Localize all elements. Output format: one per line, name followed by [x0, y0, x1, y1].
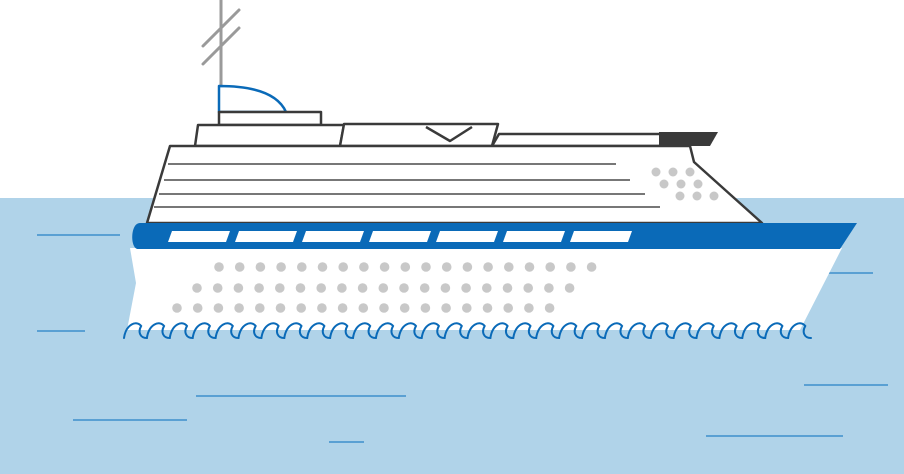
stripe-window	[302, 231, 364, 242]
upper-deck	[193, 123, 346, 148]
porthole	[440, 283, 451, 293]
top-decks	[193, 110, 663, 148]
porthole	[483, 262, 493, 272]
porthole	[502, 283, 513, 293]
porthole	[275, 283, 285, 293]
porthole	[399, 303, 410, 313]
porthole	[296, 303, 307, 313]
porthole	[275, 303, 286, 313]
porthole	[482, 283, 492, 293]
hull-portholes	[172, 262, 597, 313]
porthole	[357, 283, 368, 293]
porthole	[379, 262, 390, 272]
porthole	[337, 303, 348, 313]
porthole	[523, 283, 533, 293]
porthole	[544, 303, 555, 313]
porthole	[276, 262, 286, 272]
porthole	[545, 262, 555, 272]
waterline-waves	[123, 322, 812, 340]
porthole	[358, 303, 369, 313]
porthole	[399, 283, 409, 293]
porthole	[503, 303, 513, 313]
porthole	[192, 303, 203, 313]
porthole	[212, 283, 223, 293]
porthole	[524, 262, 535, 272]
porthole	[297, 262, 307, 272]
superstructure	[145, 144, 764, 225]
porthole	[421, 262, 431, 272]
funnel-vent	[425, 125, 473, 143]
porthole	[420, 303, 431, 313]
stripe-window	[168, 231, 230, 242]
porthole	[254, 303, 265, 313]
stripe-window	[235, 231, 297, 242]
porthole	[441, 303, 451, 313]
porthole	[255, 262, 266, 272]
porthole	[544, 283, 554, 293]
funnel	[659, 132, 718, 146]
porthole	[564, 283, 575, 293]
porthole	[172, 303, 182, 313]
sun-deck	[338, 122, 500, 148]
porthole	[482, 303, 493, 313]
porthole	[295, 283, 306, 293]
porthole	[214, 262, 224, 272]
porthole	[317, 262, 328, 272]
stripe-window	[503, 231, 565, 242]
antenna-mast	[201, 0, 241, 90]
porthole	[441, 262, 452, 272]
bow-portholes	[651, 167, 719, 201]
porthole	[462, 262, 473, 272]
porthole	[338, 262, 349, 272]
porthole	[504, 262, 514, 272]
porthole	[233, 283, 244, 293]
hull-stripe-windows	[168, 231, 632, 242]
porthole	[192, 283, 202, 293]
porthole	[337, 283, 347, 293]
porthole	[378, 283, 389, 293]
porthole	[419, 283, 430, 293]
porthole	[461, 283, 471, 293]
porthole	[379, 303, 389, 313]
porthole	[462, 303, 472, 313]
radar-dome	[217, 84, 288, 114]
porthole	[234, 303, 244, 313]
porthole	[317, 303, 327, 313]
aft-deck	[490, 132, 663, 148]
porthole	[586, 262, 597, 272]
porthole	[213, 303, 224, 313]
porthole	[566, 262, 576, 272]
porthole	[234, 262, 245, 272]
porthole	[359, 262, 369, 272]
porthole	[400, 262, 411, 272]
bridge-deck	[217, 110, 323, 127]
porthole	[316, 283, 327, 293]
porthole	[524, 303, 534, 313]
porthole	[254, 283, 264, 293]
deck-lines	[154, 163, 660, 208]
stripe-window	[436, 231, 498, 242]
stripe-window	[369, 231, 431, 242]
stripe-window	[570, 231, 632, 242]
